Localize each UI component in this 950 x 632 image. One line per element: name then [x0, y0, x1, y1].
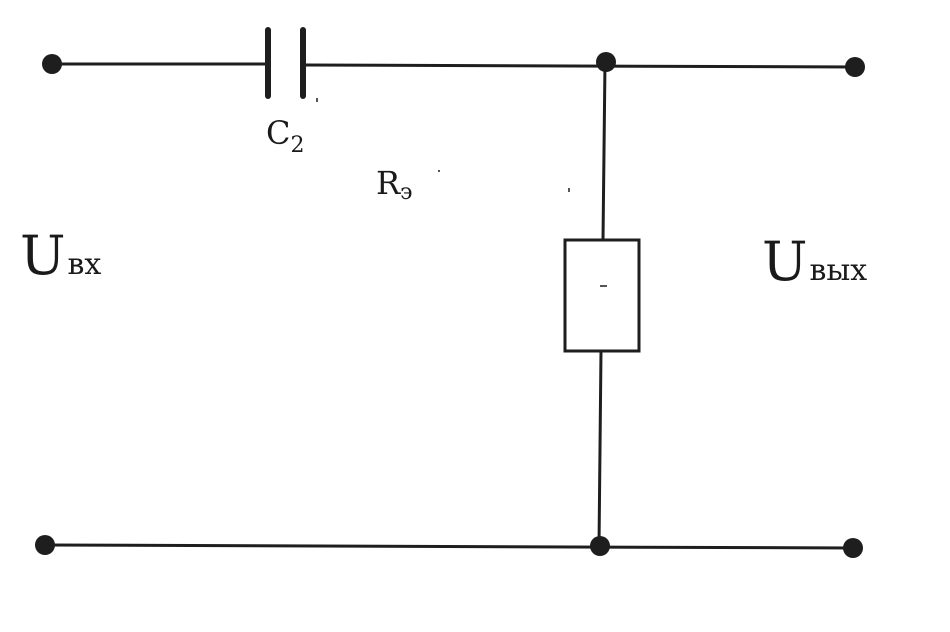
- input-voltage-label-sub: вх: [68, 247, 102, 282]
- output-voltage-label-main: U: [762, 230, 808, 293]
- resistor-label-sub: э: [400, 180, 412, 205]
- input-terminal-top: [42, 54, 62, 74]
- input-voltage-label: Uвх: [20, 224, 101, 287]
- scan-speck: [316, 98, 318, 102]
- junction-bottom: [590, 536, 610, 556]
- output-terminal-top: [845, 57, 865, 77]
- vertical-wire-upper: [601, 60, 607, 242]
- output-voltage-label: Uвых: [762, 230, 867, 293]
- junction-top: [596, 52, 616, 72]
- input-terminal-bottom: [35, 535, 55, 555]
- resistor-label: Rэ: [376, 164, 412, 205]
- resistor-body: [563, 238, 641, 353]
- resistor-label-main: R: [376, 164, 401, 202]
- output-terminal-bottom: [843, 538, 863, 558]
- capacitor-label: C2: [266, 114, 304, 158]
- top-wire-output-segment: [303, 63, 860, 69]
- output-voltage-label-sub: вых: [810, 253, 868, 288]
- scan-speck: [568, 188, 570, 192]
- capacitor-label-sub: 2: [290, 133, 304, 158]
- scan-speck: [438, 170, 440, 172]
- scan-speck: [600, 285, 607, 287]
- capacitor-label-main: C: [266, 114, 290, 152]
- input-voltage-label-main: U: [20, 224, 66, 287]
- bottom-wire: [43, 543, 855, 550]
- vertical-wire-lower: [597, 349, 603, 548]
